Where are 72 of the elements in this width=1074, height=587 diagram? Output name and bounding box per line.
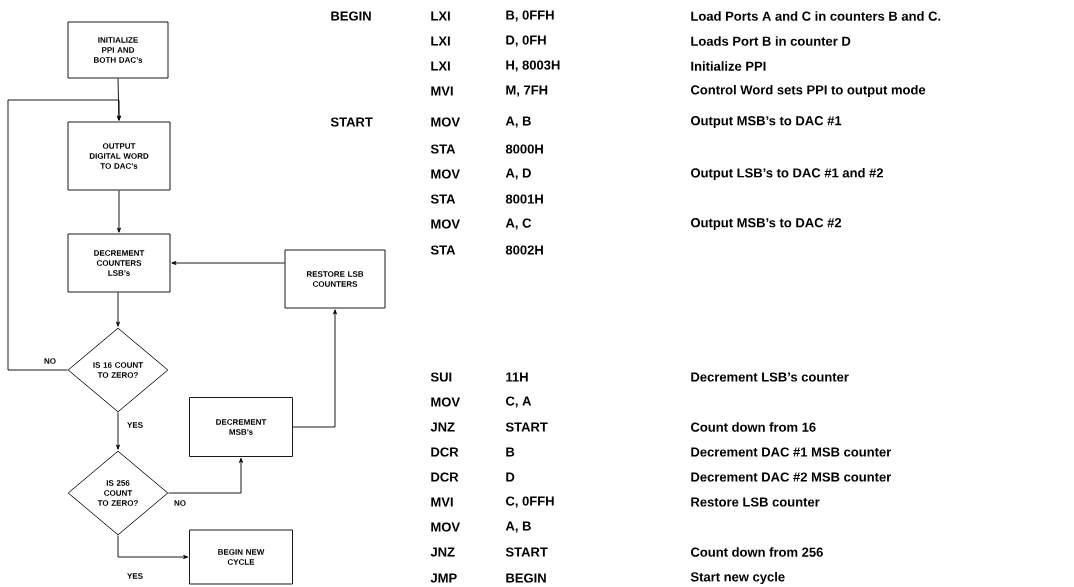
comment: Restore LSB counter xyxy=(691,497,820,507)
edge-label: YES xyxy=(126,421,144,429)
mnemonic: LXI xyxy=(431,11,450,21)
operand: B xyxy=(506,447,515,457)
comment: Output LSB’s to DAC #1 and #2 xyxy=(691,167,883,181)
mnemonic: MOV xyxy=(431,522,460,532)
comment: Output MSB’s to DAC #1 xyxy=(691,116,842,128)
edge-label: NO xyxy=(173,499,187,507)
operand: A, C xyxy=(505,218,532,230)
operand: 8000H xyxy=(505,144,543,154)
program-label: START xyxy=(330,117,373,127)
operand: BEGIN xyxy=(506,573,546,583)
mnemonic: LXI xyxy=(431,61,450,71)
edge-label: NO xyxy=(43,357,57,365)
operand: H, 8003H xyxy=(506,60,560,72)
mnemonic: MOV xyxy=(431,219,460,229)
operand: C, 0FFH xyxy=(506,496,554,508)
process-box: BEGIN NEW CYCLE xyxy=(189,529,293,585)
comment: Control Word sets PPI to output mode xyxy=(691,84,926,98)
mnemonic: MVI xyxy=(431,497,453,507)
operand: START xyxy=(505,547,548,557)
mnemonic: MOV xyxy=(431,117,460,127)
operand: A, B xyxy=(505,521,531,533)
edge-label: YES xyxy=(126,572,144,580)
arrow xyxy=(116,292,120,327)
mnemonic: LXI xyxy=(431,36,450,46)
comment: Output MSB’s to DAC #2 xyxy=(691,218,842,230)
operand: D xyxy=(506,472,515,482)
operand: A, B xyxy=(505,116,531,128)
comment: Decrement DAC #1 MSB counter xyxy=(691,447,892,457)
mnemonic: MOV xyxy=(431,169,460,179)
mnemonic: STA xyxy=(430,144,456,154)
operand: B, 0FFH xyxy=(506,10,554,22)
comment: Decrement DAC #2 MSB counter xyxy=(691,472,892,482)
mnemonic: JNZ xyxy=(430,547,455,557)
arrow xyxy=(171,261,285,265)
arrow xyxy=(117,535,189,559)
mnemonic: MOV xyxy=(431,397,460,407)
operand: 8001H xyxy=(505,194,543,204)
comment: Load Ports A and C in counters B and C. xyxy=(691,11,941,21)
arrow xyxy=(292,309,337,428)
mnemonic: DCR xyxy=(431,447,459,457)
operand: START xyxy=(505,422,548,432)
process-box: RESTORE LSB COUNTERS xyxy=(284,249,386,309)
comment: Decrement LSB’s counter xyxy=(691,372,849,382)
arrow xyxy=(7,99,121,371)
mnemonic: JMP xyxy=(430,573,457,583)
mnemonic: JNZ xyxy=(430,422,455,432)
mnemonic: DCR xyxy=(431,472,459,482)
comment: Count down from 256 xyxy=(691,547,823,557)
comment: Count down from 16 xyxy=(691,422,816,432)
operand: C, A xyxy=(506,396,532,408)
mnemonic: MVI xyxy=(431,86,453,96)
operand: 11H xyxy=(506,372,528,382)
comment: Start new cycle xyxy=(690,571,785,585)
operand: 8002H xyxy=(505,245,543,255)
mnemonic: SUI xyxy=(430,372,452,382)
process-box: INITIALIZE PPI AND BOTH DAC’s xyxy=(67,21,169,79)
mnemonic: STA xyxy=(430,245,456,255)
arrow xyxy=(116,412,120,450)
program-label: BEGIN xyxy=(331,11,371,21)
operand: M, 7FH xyxy=(506,85,548,97)
operand: D, 0FH xyxy=(506,35,546,47)
operand: A, D xyxy=(505,168,531,180)
process-box: DECREMENT MSB’s xyxy=(189,397,293,457)
process-box: OUTPUT DIGITAL WORD TO DAC’s xyxy=(67,121,171,191)
comment: Loads Port B in counter D xyxy=(691,36,851,46)
arrow xyxy=(117,190,121,233)
process-box: DECREMENT COUNTERS LSB’s xyxy=(67,233,171,293)
mnemonic: STA xyxy=(430,194,456,204)
arrow xyxy=(168,457,243,494)
comment: Initialize PPI xyxy=(691,61,766,71)
